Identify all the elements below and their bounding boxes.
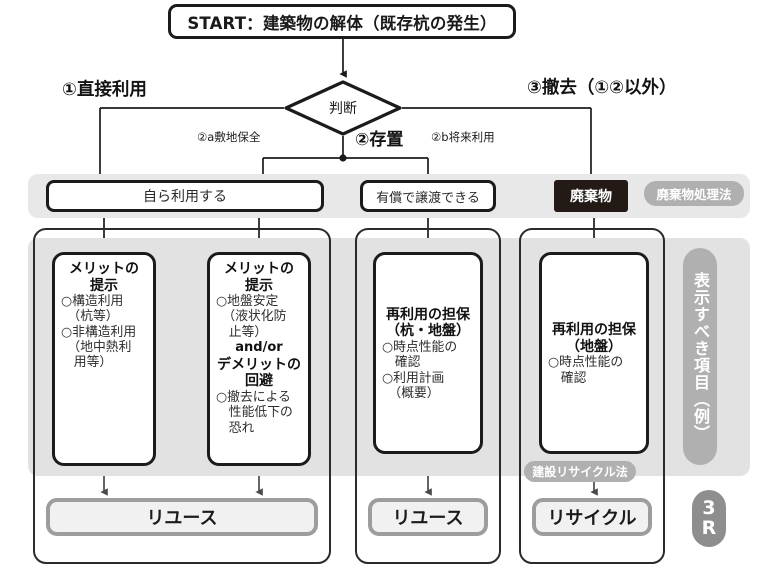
result-box-reuse-mid-label: リユース (392, 508, 464, 529)
detail-box-merit-ground-connector: and/or (235, 340, 283, 356)
detail-box-merit-ground-body: ○地盤安定 （液状化防 止等） (216, 294, 287, 340)
badge-3r-line2: R (701, 516, 717, 539)
branch-label-removal: ③撤去（①②以外） (527, 78, 677, 98)
status-box-own-use: 自ら利用する (46, 180, 324, 212)
detail-box-merit-ground: メリットの 提示 ○地盤安定 （液状化防 止等） and/or デメリットの 回… (207, 252, 311, 466)
start-terminator: START：建築物の解体（既存杭の発生） (168, 4, 516, 39)
result-box-reuse-left-label: リユース (146, 508, 218, 529)
result-box-recycle-label: リサイクル (547, 508, 637, 529)
column-frame-direct-use (33, 228, 331, 564)
detail-box-reuse-ground-body: ○時点性能の 確認 (548, 355, 624, 386)
law-pill-waste-disposal-label: 廃棄物処理法 (656, 187, 732, 202)
badge-3r: 3 R (692, 490, 726, 547)
decision-label: 判断 (329, 101, 357, 117)
diamond-shape (284, 80, 402, 136)
detail-box-reuse-pile-ground-body: ○時点性能の 確認 ○利用計画 （概要） (382, 339, 458, 401)
legend-vertical-pill: 表示すべき項目（例） (683, 248, 717, 465)
branch-label-future-use: ②b将来利用 (431, 130, 495, 144)
law-pill-construction-recycling: 建設リサイクル法 (524, 461, 636, 482)
status-box-waste-label: 廃棄物 (570, 189, 612, 205)
legend-vertical-label: 表示すべき項目（例） (691, 271, 710, 442)
column-frame-removal (519, 228, 665, 564)
detail-box-merit-ground-head: メリットの 提示 (224, 261, 294, 294)
result-box-recycle: リサイクル (532, 498, 652, 536)
detail-box-reuse-pile-ground-head: 再利用の担保 （杭・地盤） (386, 306, 470, 340)
result-box-reuse-left: リユース (46, 498, 318, 536)
status-box-own-use-label: 自ら利用する (143, 189, 227, 205)
status-box-waste: 廃棄物 (554, 180, 628, 212)
branch-junction-dot (339, 154, 347, 162)
decision-node: 判断 (284, 80, 402, 136)
result-box-reuse-mid: リユース (368, 498, 488, 536)
badge-3r-line1: 3 (702, 496, 716, 519)
detail-box-merit-ground-head2: デメリットの 回避 (217, 356, 301, 390)
detail-box-merit-structural-body: ○構造利用 （杭等） ○非構造利用 （地中熱利 用等） (61, 294, 137, 371)
branch-label-leave-in-place: ②存置 (355, 130, 404, 150)
detail-box-reuse-ground-head: 再利用の担保 （地盤） (552, 322, 636, 355)
detail-box-merit-structural-head: メリットの 提示 (69, 261, 139, 294)
detail-box-merit-structural: メリットの 提示 ○構造利用 （杭等） ○非構造利用 （地中熱利 用等） (52, 252, 156, 466)
law-pill-construction-recycling-label: 建設リサイクル法 (532, 465, 628, 479)
detail-box-merit-ground-body2: ○撤去による 性能低下の 恐れ (216, 389, 293, 436)
branch-label-direct-use: ①直接利用 (62, 80, 147, 100)
law-pill-waste-disposal: 廃棄物処理法 (644, 181, 744, 206)
detail-box-reuse-pile-ground: 再利用の担保 （杭・地盤） ○時点性能の 確認 ○利用計画 （概要） (373, 252, 483, 454)
detail-box-reuse-ground: 再利用の担保 （地盤） ○時点性能の 確認 (539, 252, 649, 454)
status-box-transfer: 有償で譲渡できる (360, 180, 496, 212)
branch-label-site-preservation: ②a敷地保全 (197, 130, 261, 144)
start-label: START：建築物の解体（既存杭の発生） (187, 13, 497, 33)
status-box-transfer-label: 有償で譲渡できる (376, 190, 480, 206)
